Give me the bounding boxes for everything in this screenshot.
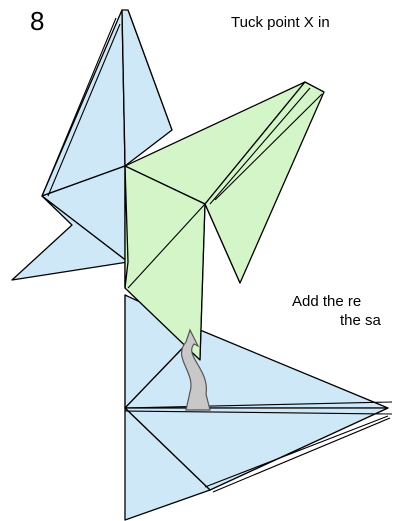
upper-blue-left-face	[41, 9, 126, 197]
upper-blue-right-face	[121, 9, 173, 167]
instruction-top: Tuck point X in	[231, 14, 330, 31]
green-unit	[124, 81, 325, 361]
lower-blue-crease	[124, 401, 393, 409]
green-crease	[199, 203, 206, 361]
green-crease	[204, 203, 241, 284]
instruction-middle-line1: Add the re	[292, 293, 362, 310]
upper-blue-unit	[11, 9, 173, 281]
upper-blue-tail-face	[11, 195, 129, 281]
tuck-arrow	[180, 328, 211, 411]
upper-blue-crease	[121, 9, 126, 167]
green-left-face	[124, 165, 129, 289]
lower-blue-tail-face	[124, 407, 211, 521]
green-crease	[209, 87, 311, 205]
green-crease	[127, 203, 206, 289]
upper-blue-crease	[127, 9, 173, 131]
lower-blue-crease	[212, 417, 391, 493]
step-number: 8	[30, 6, 45, 36]
green-crease	[124, 165, 206, 205]
upper-blue-crease	[47, 23, 121, 197]
instruction-middle-line2: the sa	[340, 312, 381, 329]
lower-blue-crease	[124, 410, 393, 415]
upper-blue-crease	[41, 17, 117, 197]
lower-blue-crease	[204, 415, 389, 488]
green-crease	[214, 93, 323, 201]
